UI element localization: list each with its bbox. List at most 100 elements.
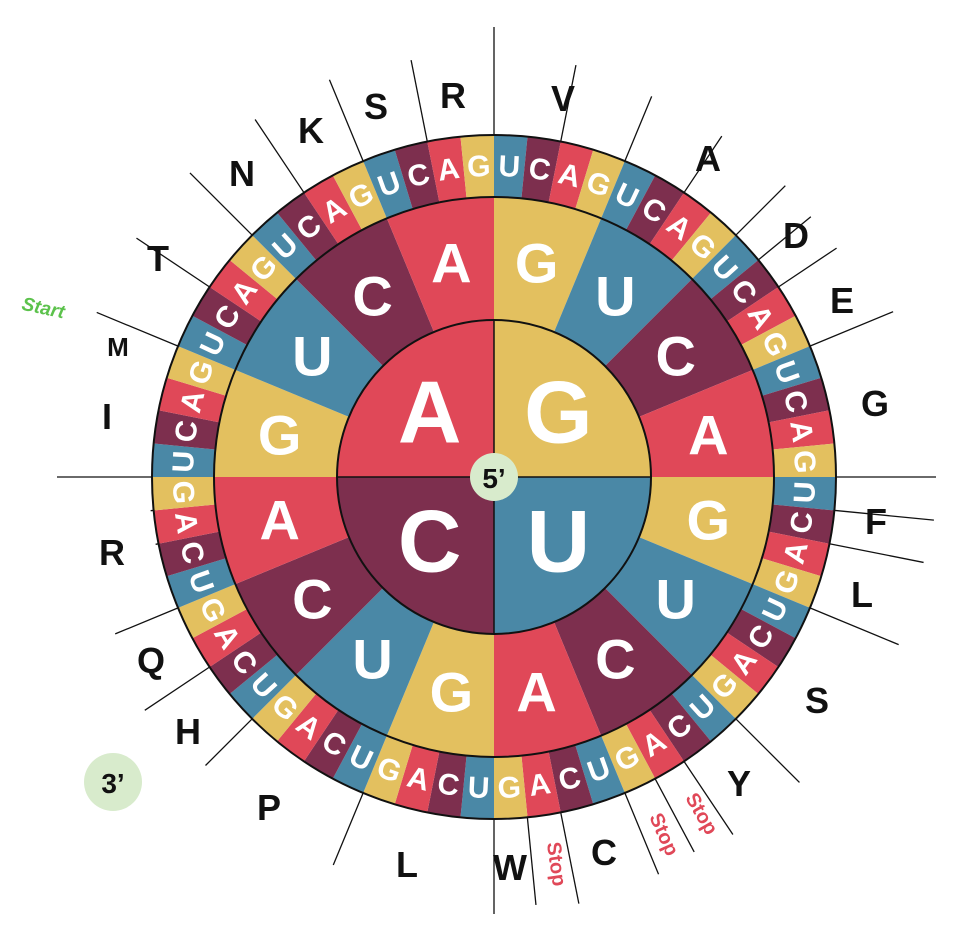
second-base-sector: [605, 537, 753, 675]
third-base-sector: [740, 584, 810, 639]
three-prime-badge: [84, 753, 142, 811]
stop-annotation-1: Stop: [542, 841, 570, 888]
five-prime-badge: [470, 453, 518, 501]
third-base-sector: [494, 755, 528, 819]
amino-acid-label: C: [591, 832, 617, 873]
first-base-label: U: [527, 491, 591, 590]
third-base-sector: [460, 135, 494, 199]
third-base-label: U: [788, 481, 822, 504]
third-base-sector: [726, 608, 796, 668]
amino-acid-dividers: [57, 27, 936, 914]
third-base-label: A: [168, 510, 204, 536]
amino-acid-label: S: [364, 86, 388, 127]
stop-annotation-3: Stop: [681, 789, 722, 838]
second-base-sector: [554, 588, 692, 736]
amino-acid-divider: [96, 311, 181, 348]
third-base-sector: [548, 744, 594, 813]
third-base-sector: [548, 141, 594, 210]
third-base-sector: [192, 286, 262, 346]
amino-acid-label: P: [257, 787, 281, 828]
third-base-sector: [601, 161, 656, 231]
third-base-sector: [625, 175, 685, 245]
third-base-sector: [768, 504, 835, 544]
amino-acid-divider: [189, 172, 255, 238]
third-base-label: A: [435, 152, 461, 188]
second-base-sector: [639, 369, 774, 477]
second-base-label: A: [688, 403, 728, 466]
amino-acid-divider: [559, 64, 577, 144]
third-base-sector: [460, 755, 494, 819]
second-base-label: G: [430, 660, 474, 723]
amino-acid-divider: [332, 790, 365, 866]
third-base-sector: [761, 531, 830, 577]
second-base-sector: [235, 279, 383, 417]
second-base-label: U: [352, 628, 392, 691]
third-base-sector: [229, 654, 297, 719]
amino-acid-divider: [807, 606, 899, 646]
three-prime-label: 3’: [101, 768, 124, 799]
second-base-label: U: [595, 264, 635, 327]
amino-acid-label: D: [783, 215, 809, 256]
third-base-sector: [671, 212, 736, 280]
five-prime-label: 5’: [482, 463, 505, 494]
third-base-sector: [363, 149, 413, 219]
second-base-label: U: [292, 325, 332, 388]
amino-acid-label: E: [830, 280, 854, 321]
third-base-sector: [601, 723, 656, 793]
first-base-label: C: [398, 491, 462, 590]
amino-acid-divider: [733, 185, 786, 238]
second-base-label: G: [258, 403, 302, 466]
amino-acid-divider: [623, 96, 653, 164]
third-base-sector: [152, 443, 216, 477]
second-base-label: C: [292, 567, 332, 630]
amino-acid-divider: [526, 815, 537, 906]
first-base-sector: [337, 477, 494, 634]
second-base-label: G: [515, 232, 559, 295]
ring-outline: [213, 196, 775, 758]
second-base-label: A: [516, 660, 556, 723]
third-base-sector: [252, 212, 317, 280]
second-base-sector: [296, 588, 434, 736]
amino-acid-label: Y: [727, 763, 751, 804]
third-base-sector: [740, 315, 810, 370]
second-base-sector: [494, 197, 602, 332]
third-base-label: G: [787, 449, 821, 474]
amino-acid-label: H: [175, 711, 201, 752]
third-base-sector: [691, 654, 759, 719]
third-base-sector: [691, 235, 759, 300]
third-base-sector: [772, 443, 836, 477]
second-base-label: A: [259, 489, 299, 552]
third-base-sector: [494, 135, 528, 199]
second-base-sector: [235, 537, 383, 675]
third-base-sector: [649, 192, 711, 261]
third-base-label: G: [497, 771, 522, 805]
third-base-sector: [178, 584, 248, 639]
third-base-sector: [332, 723, 387, 793]
third-base-sector: [152, 477, 216, 511]
amino-acid-label: M: [107, 332, 129, 362]
second-base-sector: [494, 622, 602, 757]
amino-acid-divider: [776, 247, 837, 289]
third-base-sector: [521, 136, 561, 203]
third-base-sector: [710, 632, 779, 694]
amino-acid-label: R: [440, 75, 466, 116]
third-base-label: C: [169, 418, 205, 444]
amino-acid-label: Q: [137, 640, 165, 681]
third-base-sector: [277, 693, 339, 762]
third-base-sector: [229, 235, 297, 300]
third-base-sector: [166, 558, 236, 608]
amino-acid-divider: [733, 716, 800, 783]
third-base-sector: [303, 709, 363, 779]
third-base-sector: [158, 377, 227, 423]
amino-acid-label: V: [551, 78, 575, 119]
amino-acid-label: S: [805, 680, 829, 721]
first-base-sector: [337, 320, 494, 477]
third-base-sector: [710, 260, 779, 322]
amino-acid-label: L: [396, 844, 418, 885]
amino-acid-divider: [756, 216, 812, 262]
second-base-label: U: [655, 567, 695, 630]
second-base-sector: [214, 477, 349, 585]
second-base-label: C: [595, 628, 635, 691]
third-base-sector: [752, 558, 822, 608]
